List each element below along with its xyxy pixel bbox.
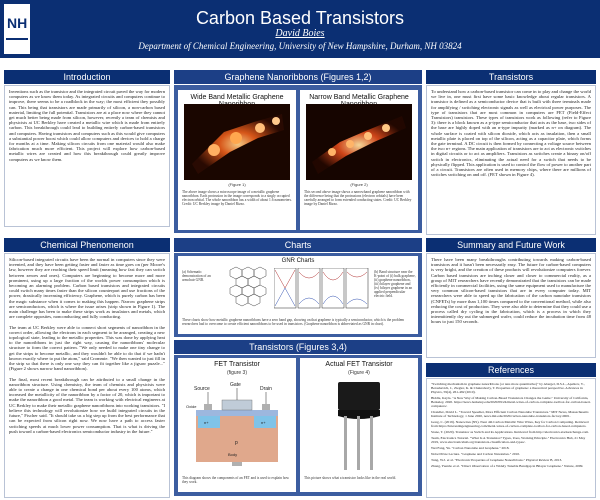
poster-department: Department of Chemical Engineering, Univ… (138, 41, 462, 51)
graphene-right-image (306, 104, 412, 180)
section-graphene-header: Graphene Nanoribbons (Figures 1,2) (174, 70, 422, 84)
graphene-right-panel: Narrow Band Metallic Graphene Nanoribbon… (300, 90, 418, 230)
chemical-box: Silicon-based integrated circuits have b… (4, 253, 170, 498)
reference-item: Chandler, David L. "Toward Speedier, Mor… (431, 410, 589, 418)
fet-title: FET Transistor (214, 361, 260, 368)
unh-logo: NH (4, 4, 30, 54)
section-references-header: References (426, 363, 596, 377)
poster-title: Carbon Based Transistors (195, 8, 405, 28)
fet-label-drain: Drain (260, 386, 272, 392)
reference-item: Nobel Prize Lecture. "Graphene and Carbo… (431, 452, 520, 456)
actual-fet-photo (338, 382, 380, 470)
reference-item: Biddle, Kayla. "A New Way of Making Carb… (431, 396, 591, 408)
graphene-left-caption: The above image shows a microscope image… (182, 190, 292, 206)
reference-item: Team, Electronics Tutorial. "What Is A T… (431, 436, 586, 444)
poster-author: David Boies (275, 28, 325, 39)
introduction-text: Inventions such as the transistor and th… (9, 89, 165, 162)
chemical-text: Silicon-based integrated circuits have b… (9, 257, 165, 434)
reference-item: Stone, T. (2020). Transistor as Switch a… (431, 430, 589, 434)
transistors-text: To understand how a carbon-based transis… (431, 89, 591, 178)
graphene-left-image (184, 104, 290, 180)
fet-diagram: Source Gate Drain Oxide n+ n+ p Body (186, 382, 278, 466)
fet-label-nplus-right: n+ (261, 420, 266, 425)
graphene-left-panel: Wide Band Metallic Graphene Nanoribbon (… (178, 90, 296, 230)
references-list: "Switching mechanism in graphene nanorib… (431, 382, 591, 470)
graphene-right-caption: This second above image shows a narrowba… (304, 190, 412, 206)
section-transistors-header: Transistors (426, 70, 596, 84)
introduction-box: Inventions such as the transistor and th… (4, 85, 170, 227)
charts-title: GNR Charts (281, 258, 315, 264)
logo-rule (6, 38, 28, 50)
fet-panel: FET Transistor (figure 3) Source Gate Dr… (178, 358, 296, 492)
graphene-left-fig: (Figure 1) (228, 182, 246, 187)
fet-label-source: Source (194, 386, 210, 392)
actual-fet-caption: This picture shows what a transistor loo… (304, 476, 397, 480)
summary-box: There have been many breakthroughs contr… (426, 253, 596, 358)
summary-text: There have been many breakthroughs contr… (431, 257, 591, 325)
charts-label-a: (a) Schematic demonstration of an armcha… (182, 270, 211, 282)
section-chemical-header: Chemical Phenomenon (4, 238, 170, 252)
fet-label-oxide: Oxide (186, 404, 197, 409)
charts-caption: These charts show how metallic graphene … (182, 318, 405, 326)
reference-item: Wei Fang, Yu. "Carbon Nanotube and Graph… (431, 446, 510, 450)
reference-item: Tung, W.J. et al. "Electronic Properties… (431, 458, 563, 462)
band-structure-chart (274, 268, 369, 309)
fet-label-gate: Gate (230, 382, 241, 388)
actual-fet-title: Actual FET Transistor (325, 361, 393, 368)
actual-fet-fig: (Figure 4) (348, 370, 370, 376)
section-transistors-fig-header: Transistors (Figures 3,4) (174, 340, 422, 354)
transistors-box: To understand how a carbon-based transis… (426, 85, 596, 235)
charts-panel: GNR Charts (a) Schematic demonstration o… (178, 256, 418, 334)
fet-label-body: Body (228, 452, 237, 457)
section-charts-header: Charts (174, 238, 422, 252)
armchair-gnr-diagram (229, 266, 267, 307)
reference-item: Zhang, Yuanbo et al. "Direct Observation… (431, 464, 584, 468)
poster-header: NH Carbon Based Transistors David Boies … (0, 0, 600, 58)
fet-label-p: p (235, 440, 238, 446)
fet-label-nplus-left: n+ (204, 420, 209, 425)
reference-item: Gong, C. (2019). Nanowires (NS). Near 4t… (431, 420, 589, 428)
reference-item: "Switching mechanism in graphene nanorib… (431, 382, 585, 394)
fet-caption: This diagram shows the components of an … (182, 476, 290, 484)
references-box: "Switching mechanism in graphene nanorib… (426, 378, 596, 498)
charts-label-b: (b) Band structure near the K-point of (… (374, 270, 416, 298)
actual-fet-panel: Actual FET Transistor (Figure 4) This pi… (300, 358, 418, 492)
logo-letters: NH (7, 15, 28, 31)
fet-fig: (figure 3) (226, 370, 247, 376)
section-introduction-header: Introduction (4, 70, 170, 84)
section-summary-header: Summary and Future Work (426, 238, 596, 252)
graphene-right-fig: (Figure 2) (350, 182, 368, 187)
